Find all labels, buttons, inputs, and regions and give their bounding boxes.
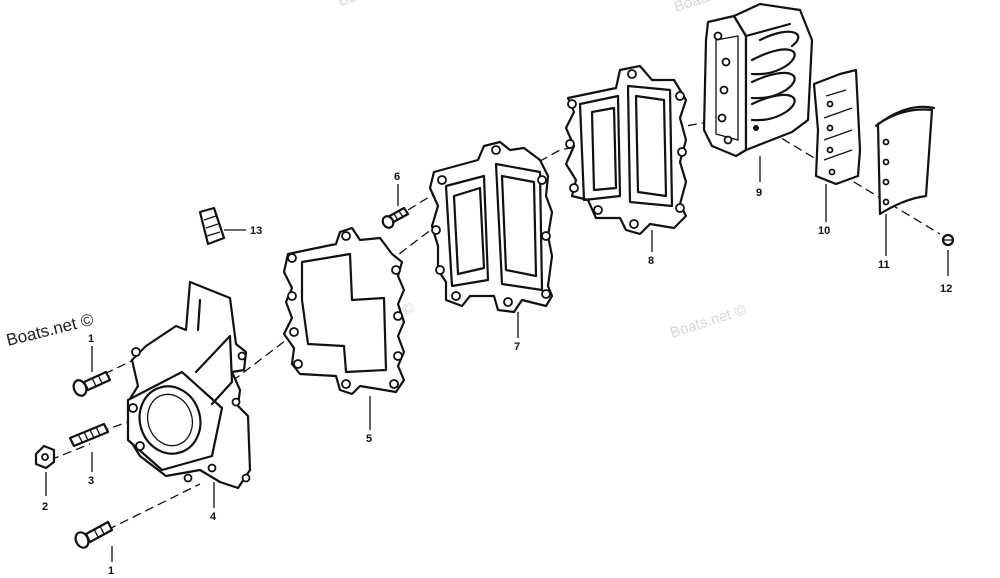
part-10-reed-petals [812, 68, 862, 186]
bolt-axis-upper [91, 351, 151, 381]
part-7-reed-plate [428, 140, 554, 314]
part-1-bolt-lower [74, 520, 114, 549]
part-13-decal [198, 206, 226, 246]
callout-3: 3 [88, 475, 94, 487]
part-8-gasket [564, 64, 688, 236]
callout-8: 8 [648, 255, 654, 267]
callout-13: 13 [250, 225, 262, 237]
callout-4: 4 [210, 511, 217, 523]
callout-1-upper: 1 [88, 333, 94, 345]
part-1-bolt-upper [72, 370, 112, 397]
part-5-gasket [282, 226, 406, 396]
part-4-reed-housing [126, 280, 252, 490]
nut-axis [49, 443, 91, 461]
callout-12: 12 [940, 283, 952, 295]
watermark-primary: Boats.net © [4, 310, 95, 350]
part-2-nut [34, 444, 56, 470]
callout-6: 6 [394, 171, 400, 183]
part-11-reed-stop [874, 105, 936, 216]
callout-11: 11 [878, 259, 890, 271]
part-6-screw [381, 206, 410, 229]
callout-7: 7 [514, 341, 520, 353]
bolt-axis-lower [94, 483, 201, 537]
watermark-faded-top: Boats.net © [336, 0, 416, 10]
part-9-reed-cage [702, 2, 814, 158]
callout-2: 2 [42, 501, 48, 513]
watermark-faded-right: Boats.net © [668, 301, 748, 341]
callout-1-lower: 1 [108, 565, 114, 577]
callout-5: 5 [366, 433, 372, 445]
callout-9: 9 [756, 187, 762, 199]
part-3-stud [68, 422, 110, 448]
part-12-screw [941, 233, 955, 247]
callout-10: 10 [818, 225, 830, 237]
screw-axis [407, 183, 451, 211]
leader-lines [45, 156, 949, 562]
